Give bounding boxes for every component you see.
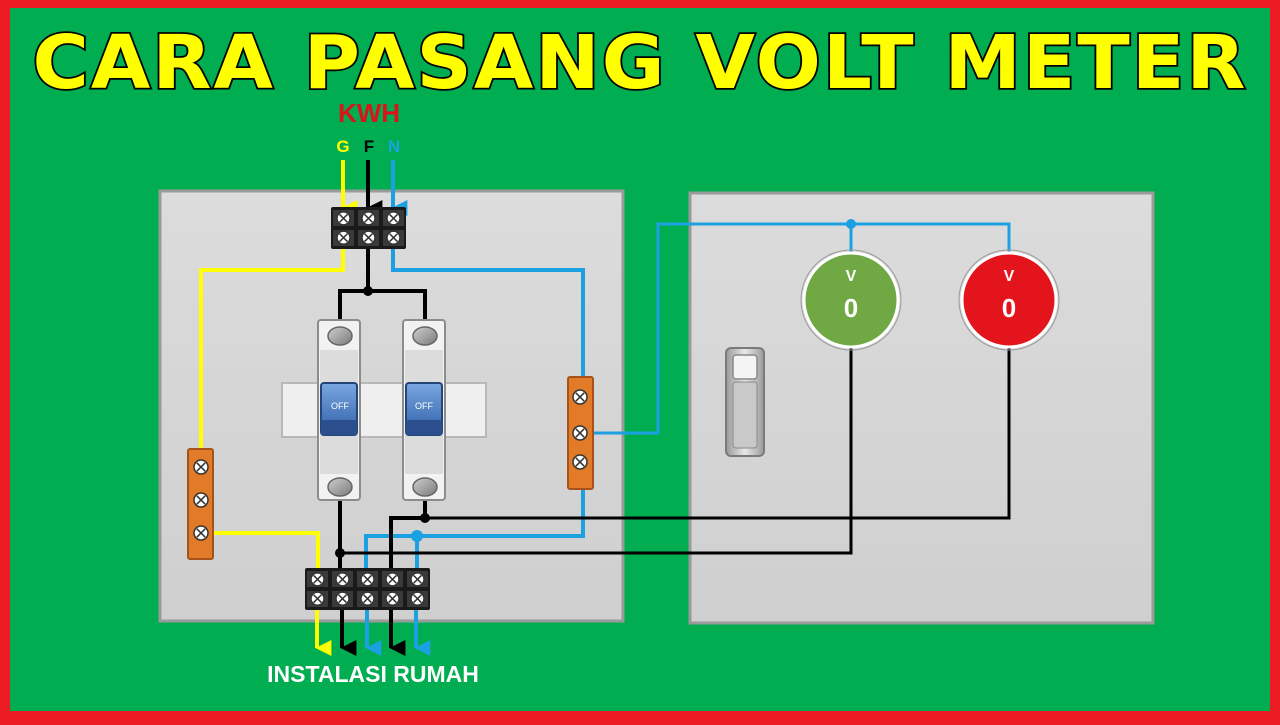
terminal-cell: [307, 571, 328, 607]
terminal-cell: [358, 210, 379, 246]
screw-icon: [310, 591, 325, 606]
breaker-1-state: OFF: [331, 401, 349, 411]
voltmeter-green-reading: 0: [844, 293, 858, 323]
terminal-cell: [383, 210, 404, 246]
junction-dot: [363, 286, 373, 296]
screw-icon: [361, 230, 376, 245]
voltmeter-red: V 0: [958, 249, 1060, 351]
screw-icon: [410, 591, 425, 606]
voltmeter-red-reading: 0: [1002, 293, 1016, 323]
breaker2-output-wire: [389, 488, 427, 569]
screw-icon: [572, 425, 588, 441]
screw-icon: [360, 591, 375, 606]
screw-icon: [335, 572, 350, 587]
junction-dot: [411, 530, 423, 542]
junction-dot: [335, 548, 345, 558]
ground-wire-to-busbar: [199, 248, 345, 452]
screw-icon: [193, 492, 209, 508]
ground-wire-to-output: [212, 531, 320, 569]
wires: [199, 160, 1011, 656]
terminal-cell: [332, 571, 353, 607]
neutral-wire-to-output: [417, 488, 585, 538]
screw-icon: [336, 211, 351, 226]
screw-icon: [361, 211, 376, 226]
terminal-cell: [333, 210, 354, 246]
voltmeter-green: V 0: [800, 249, 902, 351]
screw-icon: [336, 230, 351, 245]
phase-wire-split: [338, 289, 427, 330]
terminal-label-phase: F: [364, 137, 374, 156]
screw-icon: [310, 572, 325, 587]
circuit-breaker-1[interactable]: OFF: [317, 319, 361, 501]
selector-switch[interactable]: [725, 347, 765, 457]
phase-wire-to-red-meter: [425, 345, 1011, 520]
kwh-label: KWH: [338, 98, 400, 128]
circuit-breaker-2[interactable]: OFF: [402, 319, 446, 501]
output-label: INSTALASI RUMAH: [267, 661, 479, 687]
terminal-label-neutral: N: [388, 137, 400, 156]
page-title: CARA PASANG VOLT METER: [33, 20, 1248, 106]
output-terminal-block: [305, 568, 430, 610]
neutral-wire-to-busbar: [391, 248, 585, 378]
meter-panel: [688, 191, 1155, 625]
din-rail: [281, 382, 487, 438]
input-terminal-block: [331, 207, 406, 249]
screw-icon: [360, 572, 375, 587]
screw-icon: [193, 525, 209, 541]
ground-busbar: [187, 448, 214, 560]
terminal-cell: [407, 571, 428, 607]
screw-icon: [572, 454, 588, 470]
junction-dot: [846, 219, 856, 229]
screw-icon: [572, 389, 588, 405]
voltmeter-green-unit: V: [846, 268, 857, 285]
junction-dot: [420, 513, 430, 523]
screw-icon: [386, 230, 401, 245]
screw-icon: [385, 572, 400, 587]
voltmeter-red-unit: V: [1004, 268, 1015, 285]
screw-icon: [410, 572, 425, 587]
screw-icon: [386, 211, 401, 226]
terminal-label-ground: G: [336, 137, 349, 156]
screw-icon: [385, 591, 400, 606]
phase-wire-to-green-meter: [340, 345, 853, 555]
neutral-busbar: [567, 376, 594, 490]
breaker-2-state: OFF: [415, 401, 433, 411]
terminal-cell: [382, 571, 403, 607]
terminal-cell: [357, 571, 378, 607]
screw-icon: [335, 591, 350, 606]
screw-icon: [193, 459, 209, 475]
neutral-wire-to-meters: [594, 222, 1011, 435]
